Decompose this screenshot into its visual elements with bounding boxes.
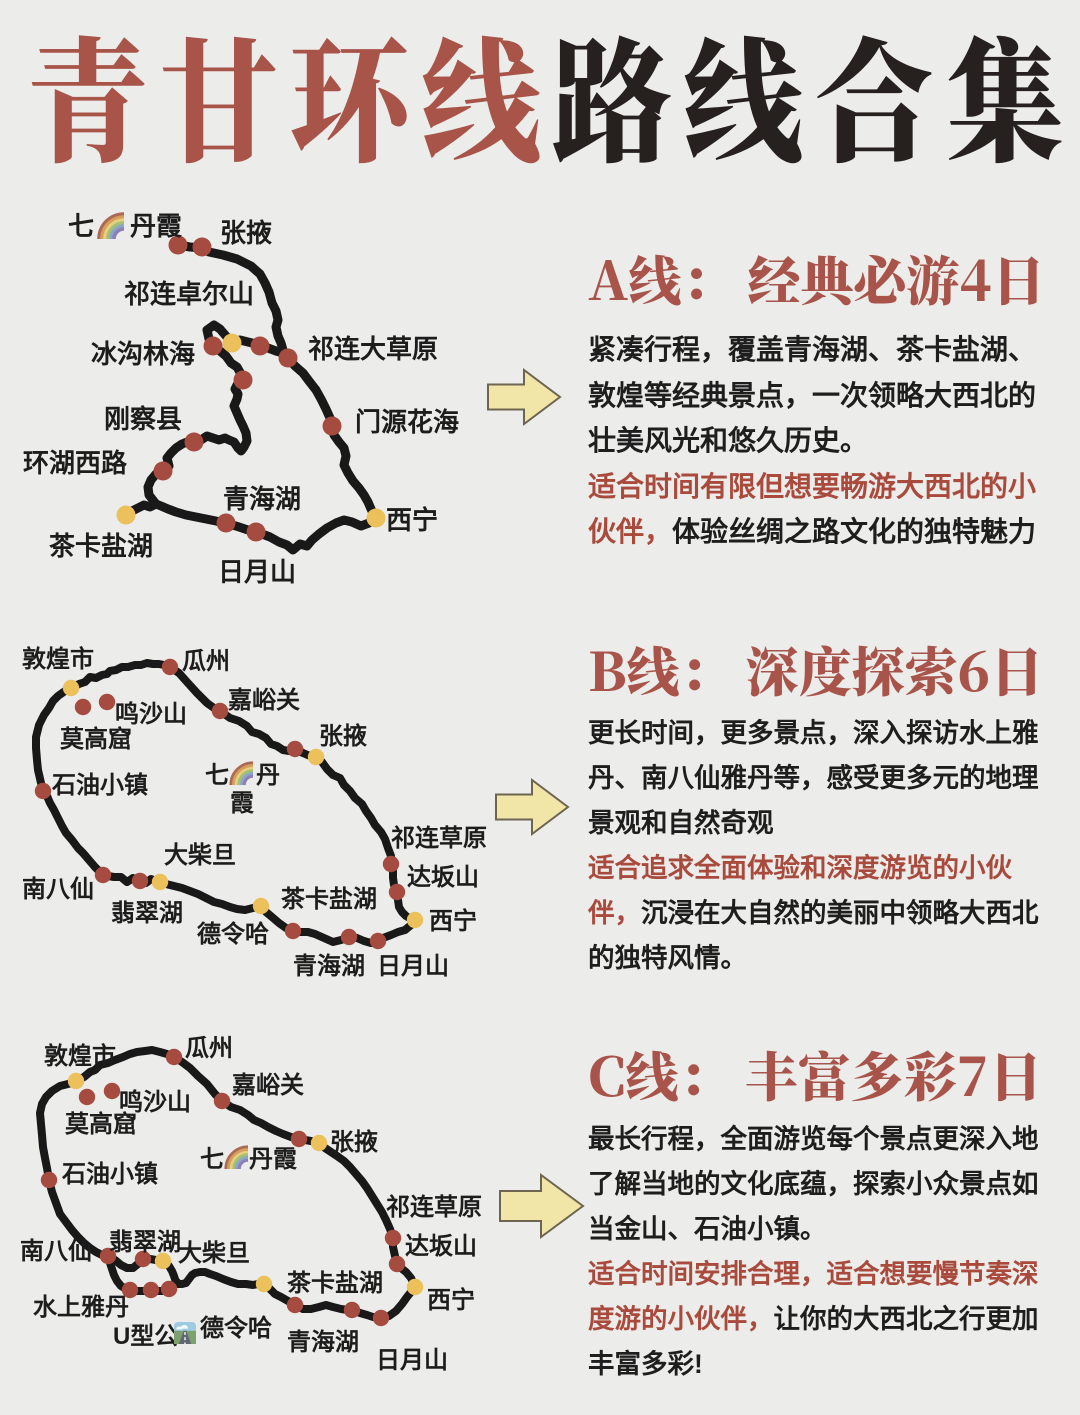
svg-text:敦煌市: 敦煌市: [22, 645, 94, 673]
svg-text:U型公: U型公: [113, 1323, 178, 1350]
svg-text:祁连大草原: 祁连大草原: [308, 334, 438, 364]
svg-text:嘉峪关: 嘉峪关: [232, 1072, 304, 1099]
svg-text:祁连卓尔山: 祁连卓尔山: [124, 279, 254, 309]
svg-text:嘉峪关: 嘉峪关: [228, 687, 300, 714]
svg-text:茶卡盐湖: 茶卡盐湖: [287, 1270, 383, 1297]
svg-text:达坂山: 达坂山: [407, 864, 479, 891]
svg-text:丹: 丹: [256, 762, 280, 789]
svg-text:日月山: 日月山: [377, 953, 449, 980]
svg-text:翡翠湖: 翡翠湖: [109, 1229, 181, 1256]
svg-text:青海湖: 青海湖: [223, 484, 301, 514]
svg-text:瓜州: 瓜州: [185, 1035, 233, 1062]
svg-text:德令哈: 德令哈: [197, 920, 269, 948]
svg-text:冰沟林海: 冰沟林海: [91, 339, 195, 369]
svg-text:南八仙: 南八仙: [20, 1238, 92, 1265]
svg-text:七: 七: [200, 1146, 224, 1173]
svg-text:日月山: 日月山: [218, 557, 296, 587]
svg-text:张掖: 张掖: [220, 218, 272, 248]
svg-text:达坂山: 达坂山: [405, 1233, 477, 1260]
svg-text:西宁: 西宁: [429, 907, 477, 935]
svg-text:敦煌市: 敦煌市: [44, 1042, 116, 1070]
svg-text:青海湖: 青海湖: [293, 952, 365, 980]
svg-text:张掖: 张掖: [319, 722, 367, 750]
svg-text:鸣沙山: 鸣沙山: [119, 1088, 191, 1116]
svg-text:七: 七: [205, 762, 229, 789]
svg-text:大柴旦: 大柴旦: [164, 842, 236, 869]
svg-text:张掖: 张掖: [330, 1128, 378, 1156]
svg-text:鸣沙山: 鸣沙山: [115, 700, 187, 728]
svg-text:石油小镇: 石油小镇: [61, 1161, 158, 1188]
svg-text:水上雅丹: 水上雅丹: [33, 1294, 129, 1321]
svg-text:茶卡盐湖: 茶卡盐湖: [281, 886, 377, 913]
svg-text:祁连草原: 祁连草原: [386, 1193, 482, 1221]
svg-text:瓜州: 瓜州: [182, 648, 230, 675]
svg-text:茶卡盐湖: 茶卡盐湖: [49, 531, 153, 561]
svg-text:丹霞: 丹霞: [249, 1146, 298, 1173]
svg-text:日月山: 日月山: [376, 1347, 448, 1374]
svg-text:莫高窟: 莫高窟: [60, 725, 132, 753]
svg-text:西宁: 西宁: [427, 1286, 475, 1314]
svg-text:七: 七: [68, 211, 94, 241]
svg-text:南八仙: 南八仙: [22, 876, 94, 903]
svg-text:霞: 霞: [230, 790, 255, 817]
svg-text:祁连草原: 祁连草原: [391, 824, 487, 852]
svg-text:翡翠湖: 翡翠湖: [111, 900, 183, 927]
svg-text:丹霞: 丹霞: [130, 211, 183, 241]
svg-text:大柴旦: 大柴旦: [178, 1240, 250, 1267]
svg-text:环湖西路: 环湖西路: [23, 448, 128, 478]
svg-text:青海湖: 青海湖: [287, 1328, 359, 1356]
svg-text:门源花海: 门源花海: [355, 407, 459, 437]
svg-text:德令哈: 德令哈: [200, 1314, 272, 1342]
svg-text:石油小镇: 石油小镇: [51, 772, 148, 799]
svg-text:莫高窟: 莫高窟: [65, 1110, 137, 1138]
svg-text:西宁: 西宁: [386, 505, 438, 535]
svg-text:刚察县: 刚察县: [104, 404, 182, 434]
